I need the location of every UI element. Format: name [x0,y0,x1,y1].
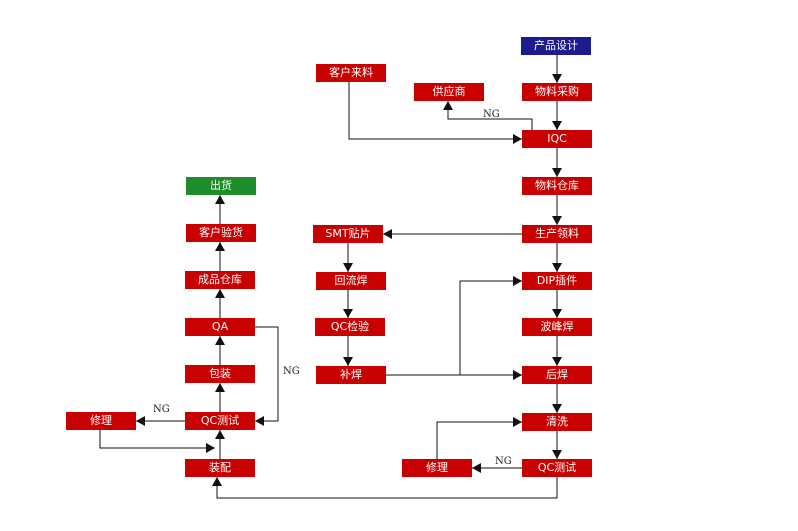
arrowhead-icon [343,357,353,366]
connector-line [459,280,522,375]
arrowhead-icon [343,309,353,318]
arrowhead-icon [383,229,392,239]
arrowhead-icon [552,357,562,366]
arrowhead-icon [215,289,225,298]
node-production-picking: 生产领料 [522,225,592,243]
node-smt: SMT贴片 [313,225,383,243]
arrowhead-icon [212,477,222,486]
arrowhead-icon [215,336,225,345]
node-finished-warehouse: 成品仓库 [185,271,255,289]
node-repair-left: 修理 [66,412,136,430]
node-qc-test-left: QC测试 [185,412,255,430]
arrowhead-icon [552,263,562,272]
node-repair-right: 修理 [402,459,472,477]
node-qa: QA [185,318,255,336]
ng-label-qa: NG [283,366,300,377]
node-product-design: 产品设计 [521,37,591,55]
connector-line [216,477,558,499]
arrowhead-icon [255,416,264,426]
node-customer-inspection: 客户验货 [186,224,256,242]
arrowhead-icon [552,74,562,83]
node-dip: DIP插件 [522,272,592,290]
node-customer-material: 客户来料 [316,64,386,82]
node-reflow: 回流焊 [316,272,386,290]
node-cleaning: 清洗 [522,413,592,431]
node-qc-inspection: QC检验 [315,318,385,336]
ng-label-qc-left: NG [153,404,170,415]
connector-line [255,326,279,422]
arrowhead-icon [552,121,562,130]
arrowhead-icon [136,416,145,426]
arrowhead-icon [513,417,522,427]
node-packaging: 包装 [185,365,255,383]
arrowhead-icon [443,101,453,110]
arrowhead-icon [552,309,562,318]
node-qc-test-right: QC测试 [522,459,592,477]
node-shipping: 出货 [186,177,256,195]
arrowhead-icon [552,168,562,177]
connector-line [348,82,522,140]
ng-label-iqc: NG [483,109,500,120]
connector-line [436,421,522,459]
node-touch-up: 补焊 [316,366,386,384]
arrowhead-icon [552,450,562,459]
node-assembly: 装配 [185,459,255,477]
arrowhead-icon [215,242,225,251]
node-material-warehouse: 物料仓库 [522,177,592,195]
ng-label-qc-right: NG [495,456,512,467]
arrowhead-icon [472,463,481,473]
node-iqc: IQC [522,130,592,148]
connector-line [99,430,215,449]
arrowhead-icon [215,383,225,392]
arrowhead-icon [513,134,522,144]
arrowhead-icon [513,276,522,286]
arrowhead-icon [552,404,562,413]
arrowhead-icon [206,443,215,453]
node-wave-solder: 波峰焊 [522,318,592,336]
node-supplier: 供应商 [414,83,484,101]
arrowhead-icon [552,216,562,225]
arrowhead-icon [513,370,522,380]
arrowhead-icon [215,195,225,204]
arrowhead-icon [343,263,353,272]
arrowhead-icon [215,430,225,439]
node-material-purchase: 物料采购 [522,83,592,101]
node-post-solder: 后焊 [522,366,592,384]
